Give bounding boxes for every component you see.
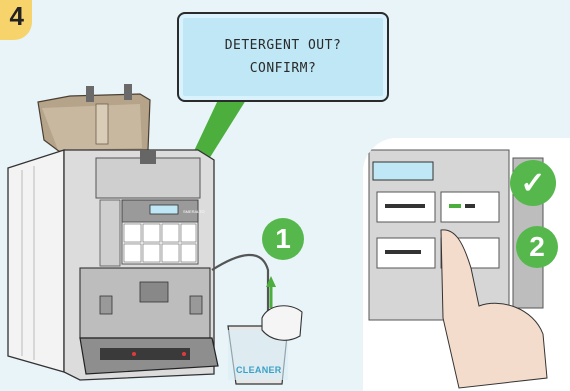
hopper <box>38 84 150 152</box>
step-2-badge: 2 <box>516 226 558 268</box>
selection-buttons <box>122 222 198 264</box>
lcd-message-box: DETERGENT OUT? CONFIRM? <box>177 12 389 102</box>
brand-text: SMERALTO <box>183 209 205 214</box>
confirm-checkmark-badge: ✓ <box>510 160 556 206</box>
machine-lcd <box>150 205 178 214</box>
machine-side-panel <box>8 150 64 372</box>
left-hand <box>262 306 302 341</box>
step-1-badge: 1 <box>262 218 304 260</box>
lcd-line-1: DETERGENT OUT? <box>225 34 342 57</box>
lcd-line-2: CONFIRM? <box>250 57 317 80</box>
detergent-tube <box>212 255 268 320</box>
inset-lcd <box>373 162 433 180</box>
cleaner-jug-label: CLEANER <box>236 365 282 375</box>
